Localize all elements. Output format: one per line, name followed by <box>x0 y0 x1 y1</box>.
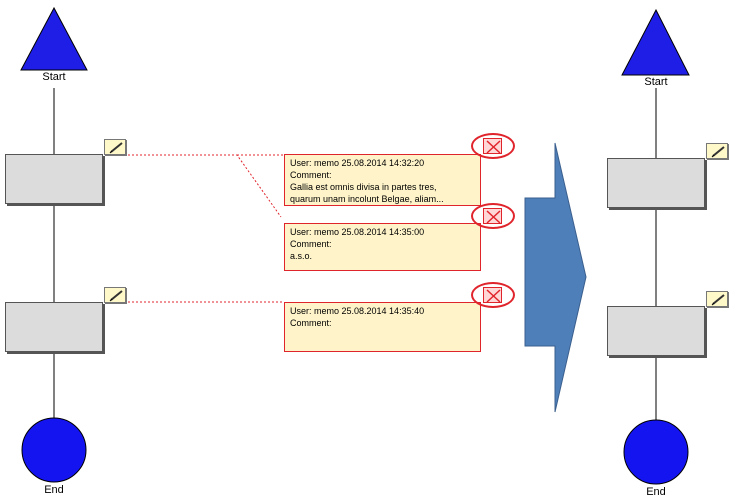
memo-comment-text: a.s.o. <box>290 251 313 261</box>
activity-box[interactable] <box>5 154 103 204</box>
pencil-note-icon[interactable] <box>706 291 728 307</box>
start-event[interactable] <box>621 8 690 76</box>
pencil-note-icon[interactable] <box>104 139 126 155</box>
highlight-ring <box>471 203 515 229</box>
end-event[interactable] <box>623 419 689 485</box>
memo-user-line: User: memo 25.08.2014 14:35:40 <box>290 306 425 316</box>
memo-comment-label: Comment: <box>290 239 332 249</box>
end-label: End <box>44 484 64 496</box>
memo-user-line: User: memo 25.08.2014 14:35:00 <box>290 227 425 237</box>
end-label: End <box>646 486 666 498</box>
activity-box[interactable] <box>5 302 103 352</box>
highlight-ring <box>471 282 515 308</box>
memo-note[interactable]: User: memo 25.08.2014 14:35:00 Comment: … <box>284 223 481 271</box>
memo-note[interactable]: User: memo 25.08.2014 14:32:20 Comment: … <box>284 154 481 206</box>
memo-user-line: User: memo 25.08.2014 14:32:20 <box>290 158 425 168</box>
pencil-note-icon[interactable] <box>104 287 126 303</box>
memo-comment-text: quarum unam incolunt Belgae, aliam... <box>290 194 444 204</box>
memo-comment-text: Gallia est omnis divisa in partes tres, <box>290 182 437 192</box>
end-event[interactable] <box>21 417 87 483</box>
transition-arrow <box>524 142 587 413</box>
highlight-ring <box>471 133 515 159</box>
pencil-note-icon[interactable] <box>706 143 728 159</box>
memo-link <box>128 154 282 218</box>
memo-comment-label: Comment: <box>290 318 332 328</box>
memo-comment-label: Comment: <box>290 170 332 180</box>
activity-box[interactable] <box>607 306 705 356</box>
start-label: Start <box>644 76 668 88</box>
start-label: Start <box>42 71 66 83</box>
start-event[interactable] <box>20 6 88 71</box>
activity-box[interactable] <box>607 158 705 208</box>
memo-note[interactable]: User: memo 25.08.2014 14:35:40 Comment: <box>284 302 481 352</box>
